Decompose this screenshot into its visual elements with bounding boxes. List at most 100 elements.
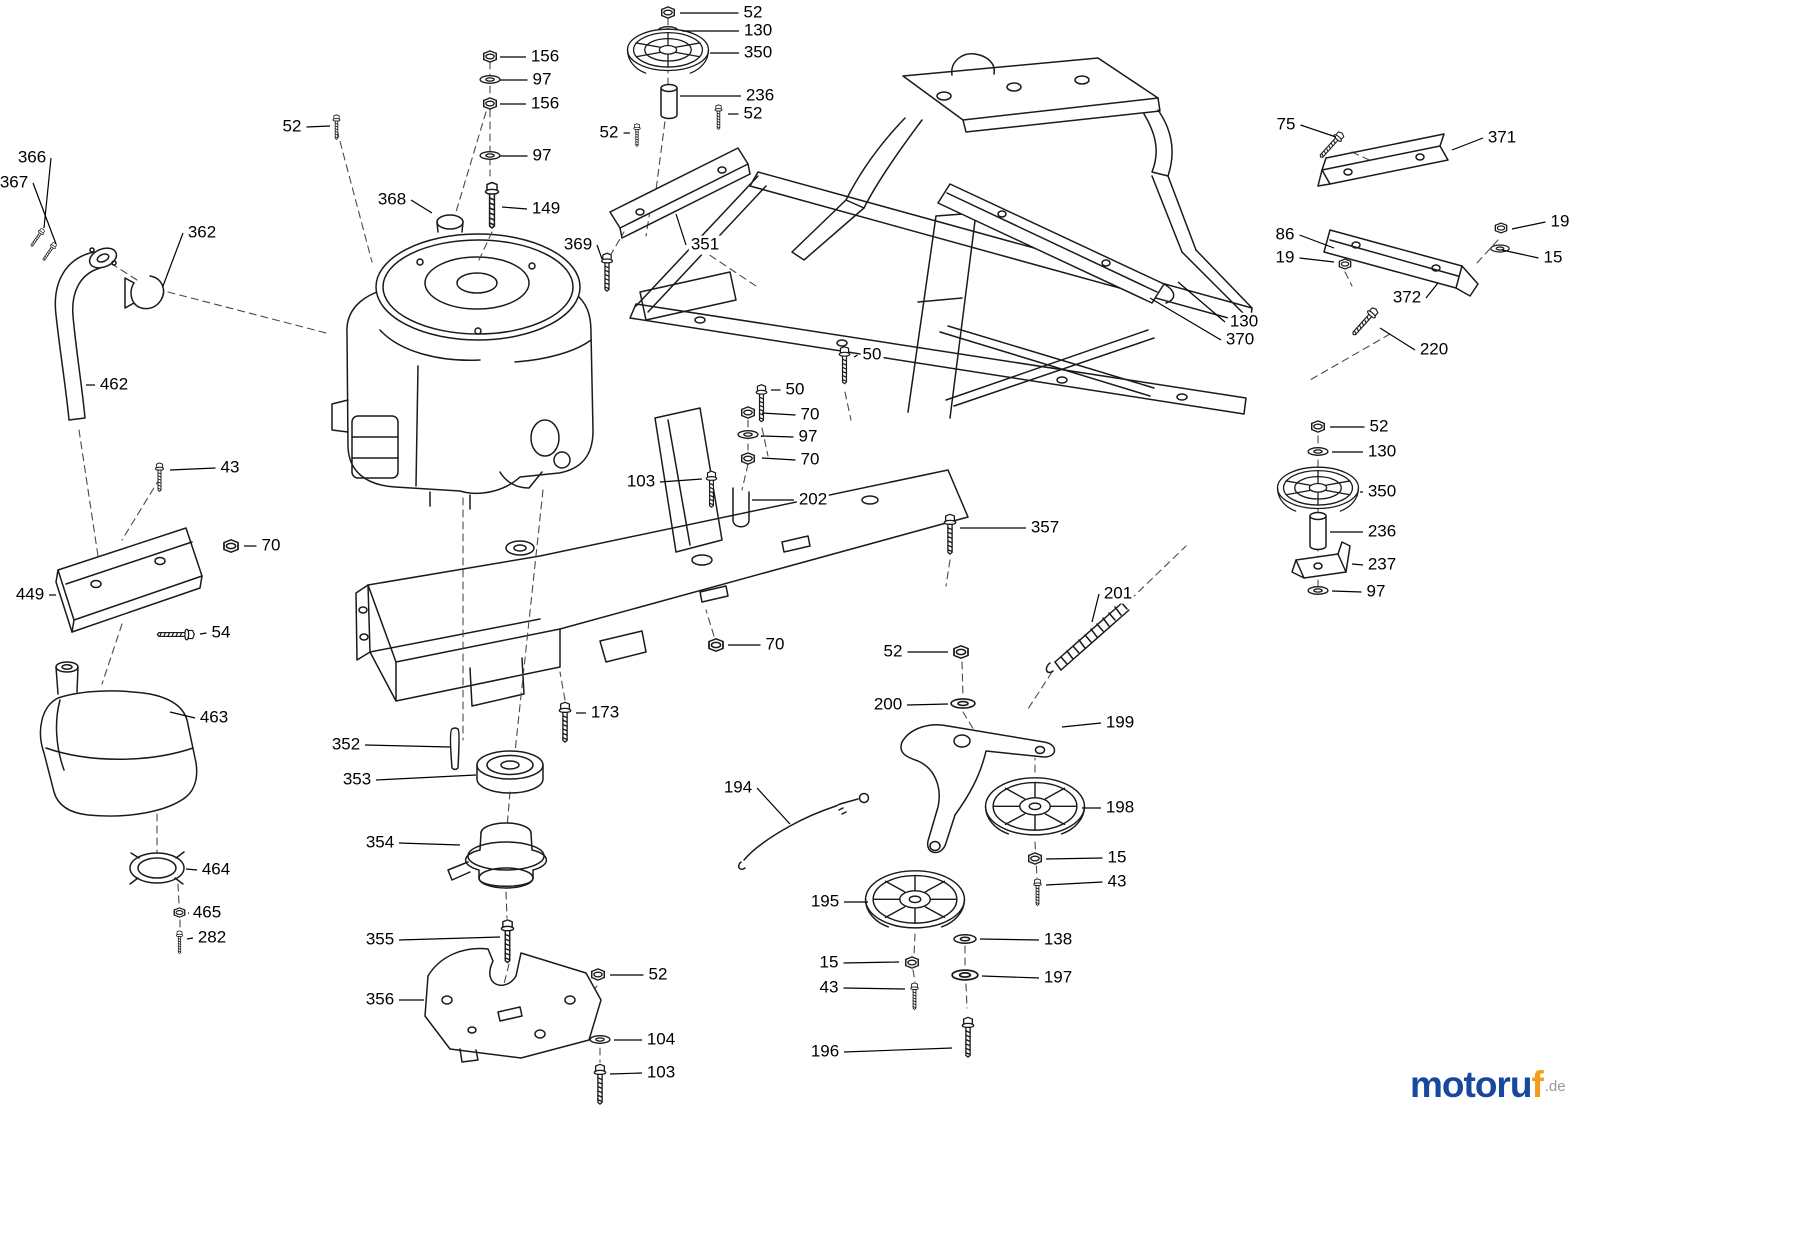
leader-line — [1511, 221, 1546, 230]
part-label: 52 — [597, 122, 621, 143]
part-label: 130 — [741, 20, 775, 41]
part-label: 173 — [588, 702, 622, 723]
part-label: 372 — [1390, 287, 1424, 308]
part-label: 149 — [529, 198, 563, 219]
part-label: 368 — [375, 189, 409, 210]
part-label: 195 — [808, 891, 842, 912]
top-pulley-stack-drawing — [626, 6, 723, 147]
part-label: 138 — [1041, 929, 1075, 950]
leader-line — [981, 975, 1040, 979]
part-label: 362 — [185, 222, 219, 243]
leader-line — [306, 125, 331, 128]
leader-line — [169, 711, 196, 719]
leader-line — [1299, 234, 1335, 249]
part-label: 50 — [860, 344, 884, 365]
part-label: 369 — [561, 234, 595, 255]
leader-line — [1331, 590, 1362, 593]
part-label: 465 — [190, 902, 224, 923]
leader-line — [761, 412, 796, 416]
part-label: 70 — [763, 634, 787, 655]
part-label: 52 — [1367, 416, 1391, 437]
part-label: 52 — [741, 103, 765, 124]
part-label: 130 — [1227, 311, 1261, 332]
leader-line — [1351, 563, 1364, 566]
part-label: 97 — [530, 69, 554, 90]
part-label: 15 — [1105, 847, 1129, 868]
part-label: 355 — [363, 929, 397, 950]
leader-line — [199, 632, 207, 635]
leader-line — [32, 182, 57, 245]
part-label: 356 — [363, 989, 397, 1010]
part-label: 220 — [1417, 339, 1451, 360]
part-label: 70 — [798, 404, 822, 425]
leader-line — [843, 987, 906, 990]
part-label: 353 — [340, 769, 374, 790]
leader-line — [760, 435, 794, 438]
right-brackets-drawing — [1316, 129, 1510, 339]
right-pulley-stack-drawing — [1276, 420, 1360, 595]
leader-line — [853, 354, 858, 358]
leader-line — [1177, 281, 1226, 323]
part-label: 367 — [0, 173, 31, 193]
part-label: 350 — [741, 42, 775, 63]
leader-line — [169, 467, 216, 471]
part-label: 156 — [528, 93, 562, 114]
part-label: 97 — [796, 426, 820, 447]
logo-tld: .de — [1544, 1078, 1566, 1095]
leader-line — [756, 787, 791, 825]
leader-line — [1379, 327, 1416, 351]
leader-line — [1299, 257, 1335, 263]
leader-line — [659, 478, 703, 483]
frame-plate-370-drawing — [937, 183, 1175, 304]
part-label: 15 — [817, 952, 841, 973]
leader-line — [761, 457, 796, 461]
leader-line — [1061, 722, 1102, 728]
bracket-351-drawing — [600, 147, 751, 292]
part-label: 103 — [624, 471, 658, 492]
leader-line — [1045, 881, 1103, 886]
lower-deck-drawing — [355, 407, 969, 707]
part-label: 371 — [1485, 127, 1519, 148]
part-label: 19 — [1548, 211, 1572, 232]
leader-line — [501, 206, 528, 210]
part-label: 52 — [741, 2, 765, 23]
part-label: 104 — [644, 1029, 678, 1050]
leader-line — [375, 774, 477, 781]
leader-line — [162, 232, 184, 287]
part-label: 52 — [646, 964, 670, 985]
leader-line — [1300, 124, 1337, 138]
leader-line — [398, 936, 501, 941]
leader-line — [364, 744, 451, 748]
part-label: 50 — [783, 379, 807, 400]
part-label: 462 — [97, 374, 131, 395]
part-label: 52 — [280, 116, 304, 137]
part-label: 103 — [644, 1062, 678, 1083]
part-label: 236 — [1365, 521, 1399, 542]
leader-line — [185, 868, 198, 871]
part-label: 54 — [209, 622, 233, 643]
part-label: 236 — [743, 85, 777, 106]
leader-line — [1501, 249, 1539, 259]
part-label: 201 — [1101, 583, 1135, 604]
leader-line — [1091, 593, 1100, 623]
part-label: 352 — [329, 734, 363, 755]
part-label: 70 — [798, 449, 822, 470]
engine-drawing — [331, 214, 594, 510]
leader-line — [843, 961, 900, 964]
part-label: 194 — [721, 777, 755, 798]
leader-line — [675, 213, 687, 246]
part-label: 70 — [259, 535, 283, 556]
logo-brand-prefix: motoru — [1410, 1064, 1532, 1105]
leader-line — [609, 1072, 643, 1075]
leader-line — [596, 244, 603, 260]
part-label: 199 — [1103, 712, 1137, 733]
leader-line — [1149, 297, 1222, 341]
muffler-assembly-drawing — [28, 227, 239, 954]
part-label: 97 — [530, 145, 554, 166]
center-hardware-drawing — [705, 346, 957, 652]
part-label: 43 — [817, 977, 841, 998]
part-label: 130 — [1365, 441, 1399, 462]
